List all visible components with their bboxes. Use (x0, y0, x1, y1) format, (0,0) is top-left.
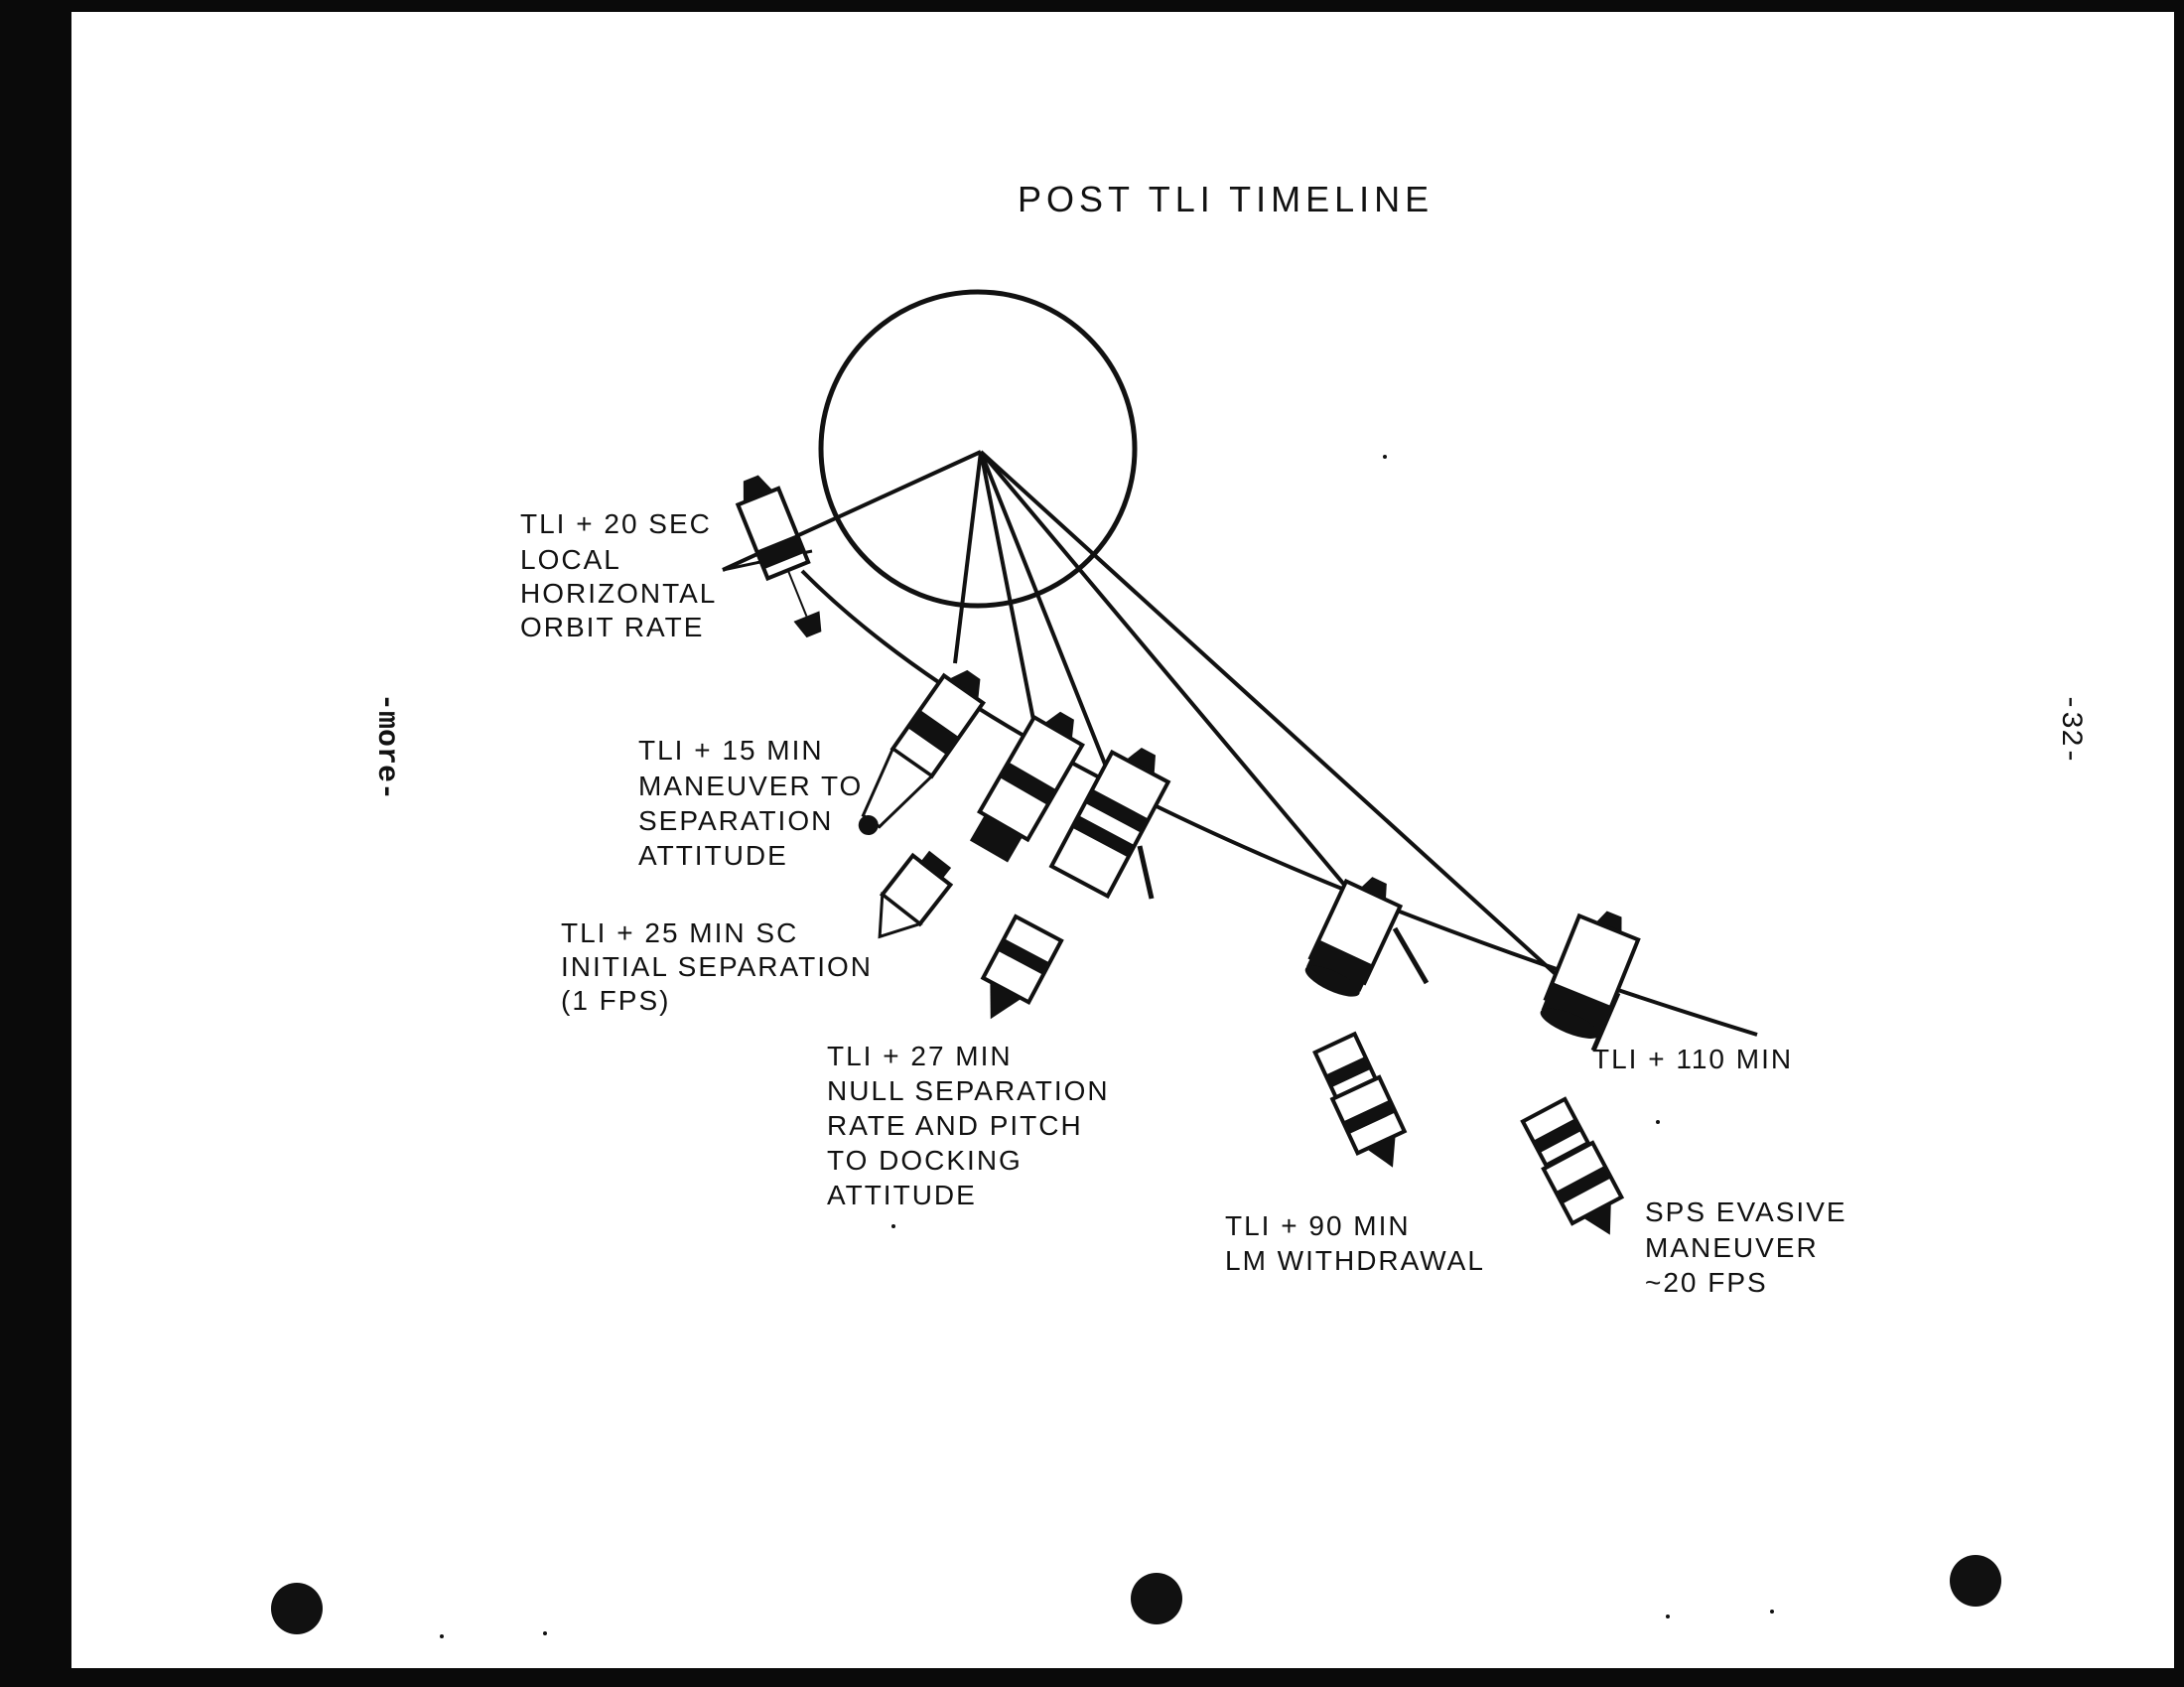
label-line: INITIAL SEPARATION (561, 951, 873, 982)
radial-line-25-min (979, 451, 1036, 726)
label-tli-15-min: TLI + 15 MIN MANEUVER TO SEPARATION ATTI… (638, 735, 873, 871)
radial-lines (722, 450, 1559, 977)
spacecraft-25-min (878, 711, 1085, 939)
label-line: RATE AND PITCH (827, 1110, 1083, 1141)
label-sps-evasive: SPS EVASIVE MANEUVER ~20 FPS (1645, 1196, 1856, 1298)
label-line: TLI + 20 SEC (520, 508, 712, 539)
radial-line-110-min (979, 450, 1559, 977)
scan-border-left (0, 0, 71, 1687)
spacecraft-27-min (980, 747, 1171, 1020)
more-note: -more- (369, 693, 403, 800)
label-tli-27-min: TLI + 27 MIN NULL SEPARATION RATE AND PI… (827, 1041, 1119, 1210)
label-tli-110-min: TLI + 110 MIN (1592, 1044, 1793, 1074)
radial-line-15-min (953, 451, 983, 664)
label-line: TLI + 25 MIN SC (561, 917, 798, 948)
label-line: SPS EVASIVE (1645, 1196, 1847, 1227)
label-line: LM WITHDRAWAL (1225, 1245, 1485, 1276)
label-line: TLI + 15 MIN (638, 735, 824, 766)
diagram-title: POST TLI TIMELINE (1018, 179, 1433, 219)
label-line: TLI + 90 MIN (1225, 1210, 1411, 1241)
label-line: MANEUVER TO (638, 771, 863, 801)
label-line: LOCAL (520, 544, 620, 575)
label-line: ATTITUDE (638, 840, 788, 871)
label-line: (1 FPS) (561, 985, 670, 1016)
label-line: ORBIT RATE (520, 612, 704, 642)
label-line: MANEUVER (1645, 1232, 1819, 1263)
label-line: TLI + 27 MIN (827, 1041, 1013, 1071)
scan-border-right (2174, 0, 2184, 1687)
earth-circle (818, 289, 1138, 609)
label-line: ~20 FPS (1645, 1267, 1768, 1298)
spacecraft-15-min (858, 669, 987, 836)
spacecraft-90-min (1304, 877, 1430, 1168)
punch-hole-center (1131, 1573, 1182, 1624)
spacecraft-20-sec (722, 475, 822, 638)
page-number: -32- (2053, 693, 2087, 765)
label-line: SEPARATION (638, 805, 833, 836)
label-tli-25-min: TLI + 25 MIN SC INITIAL SEPARATION (1 FP… (561, 917, 883, 1016)
scan-border-top (0, 0, 2184, 12)
label-line: TLI + 110 MIN (1592, 1044, 1793, 1074)
label-line: NULL SEPARATION (827, 1075, 1110, 1106)
radial-line-27-min (979, 451, 1114, 782)
label-tli-90-min: TLI + 90 MIN LM WITHDRAWAL (1225, 1210, 1485, 1276)
label-tli-20-sec: TLI + 20 SEC LOCAL HORIZONTAL ORBIT RATE (520, 508, 726, 642)
punch-hole-left (271, 1583, 323, 1634)
label-line: HORIZONTAL (520, 578, 716, 609)
spacecraft-110-min (1520, 911, 1641, 1235)
scan-specks (440, 455, 1774, 1638)
radial-line-90-min (979, 450, 1352, 894)
label-line: ATTITUDE (827, 1180, 977, 1210)
scan-border-bottom (0, 1668, 2184, 1687)
label-line: TO DOCKING (827, 1145, 1023, 1176)
punch-hole-right (1950, 1555, 2001, 1607)
